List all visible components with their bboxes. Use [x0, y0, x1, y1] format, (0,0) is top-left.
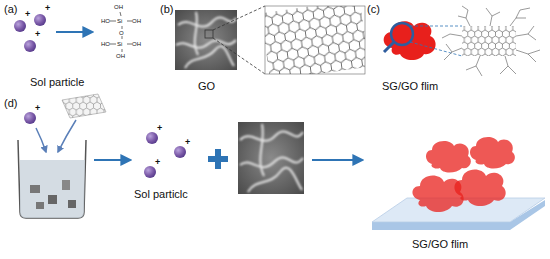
charge-sign: +: [45, 4, 50, 14]
sol-particles-a: [14, 14, 46, 52]
panel-label: (d): [4, 97, 17, 109]
plus-sign: [208, 149, 228, 169]
chem-group: OH: [132, 41, 141, 48]
chem-atom: Si: [117, 41, 122, 48]
arrow: [56, 31, 92, 33]
arrow: [36, 128, 46, 152]
sg-go-cloud: [384, 21, 436, 60]
arrow: [58, 120, 76, 152]
chem-atom: O: [119, 30, 124, 37]
component-name: Sol particle: [30, 76, 84, 88]
charge-sign: +: [185, 138, 190, 148]
go-sem-image: [238, 122, 304, 194]
chem-group: HO: [101, 41, 110, 48]
zoom-lines: [213, 6, 265, 74]
chem-group: OH: [114, 4, 123, 11]
charge-sign: +: [35, 104, 40, 114]
charge-sign: +: [25, 10, 30, 20]
charge-sign: +: [157, 124, 162, 134]
panel-label: (b): [160, 3, 173, 15]
component-name: Sol particlc: [134, 188, 188, 200]
chem-group: OH: [132, 18, 141, 25]
component-name: GO: [198, 80, 215, 92]
charge-sign: +: [35, 30, 40, 40]
panel-label: (c): [367, 3, 380, 15]
arrow: [94, 159, 130, 161]
sg-go-structure: [442, 6, 540, 76]
panel-label: (a): [4, 3, 17, 15]
graphene-oxide-structure: [261, 0, 369, 81]
arrow: [312, 159, 362, 161]
zoom-lines: [410, 26, 462, 56]
component-name: SG/GO flim: [382, 80, 438, 92]
sol-particles-d: [144, 132, 186, 178]
sol-particle: [24, 112, 36, 124]
beaker: [18, 140, 86, 218]
chem-atom: Si: [117, 18, 122, 25]
go-sem-image: [175, 10, 237, 70]
chem-group: HO: [101, 18, 110, 25]
chem-group: OH: [116, 53, 125, 60]
graphene-sheet: [60, 90, 110, 120]
charge-sign: +: [155, 158, 160, 168]
sg-go-film: [372, 137, 545, 230]
component-name: SG/GO flim: [412, 238, 468, 250]
silanol-structure: [110, 12, 132, 52]
